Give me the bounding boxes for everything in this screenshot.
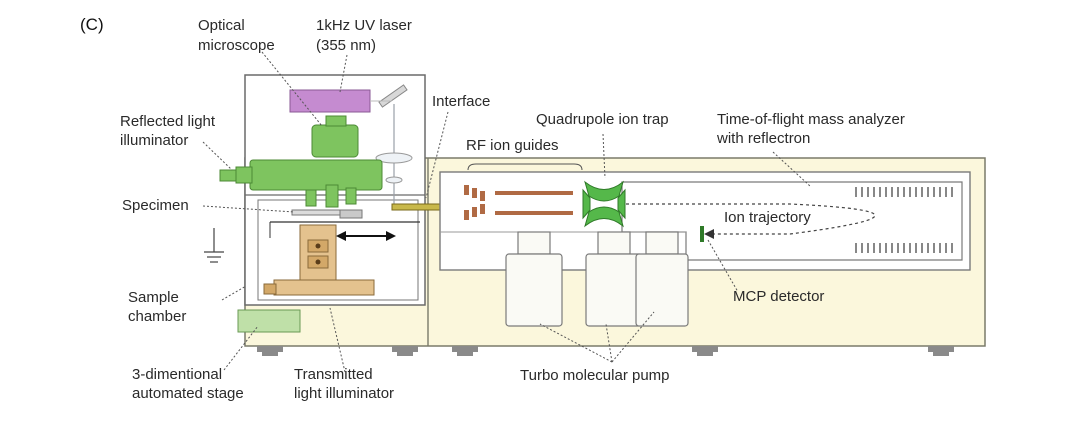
reflectron-rings [855, 187, 953, 253]
label-reflected-light-1: Reflected light [120, 113, 216, 130]
label-ion-trajectory: Ion trajectory [724, 209, 811, 226]
label-mcp-detector: MCP detector [733, 288, 824, 305]
label-interface: Interface [432, 93, 490, 110]
label-uv-laser-1: 1kHz UV laser [316, 17, 412, 34]
label-reflected-light-2: illuminator [120, 132, 188, 149]
rf-ion-guides [464, 163, 583, 220]
ground-symbol [204, 228, 224, 263]
label-stage-1: 3-dimentional [132, 366, 222, 383]
label-transmitted-1: Transmitted [294, 366, 373, 383]
label-quadrupole-ion-trap: Quadrupole ion trap [536, 111, 669, 128]
uv-laser [289, 84, 413, 205]
label-uv-laser-2: (355 nm) [316, 37, 376, 54]
quadrupole-ion-trap [582, 180, 626, 228]
label-transmitted-2: light illuminator [294, 385, 394, 402]
label-sample-chamber-2: chamber [128, 308, 186, 325]
trajectory-arrowhead [704, 229, 714, 239]
label-turbo-pump: Turbo molecular pump [520, 367, 670, 384]
label-rf-ion-guides: RF ion guides [466, 137, 559, 154]
panel-label: (C) [80, 15, 104, 34]
label-tof-2: with reflectron [716, 130, 810, 147]
label-sample-chamber-1: Sample [128, 289, 179, 306]
label-stage-2: automated stage [132, 385, 244, 402]
cabinet-feet [257, 346, 954, 356]
mcp-detector [700, 226, 704, 242]
sample-stage [237, 209, 420, 333]
label-optical-microscope-2: microscope [198, 37, 275, 54]
optical-microscope [219, 115, 383, 208]
turbo-pumps [505, 231, 689, 327]
label-specimen: Specimen [122, 197, 189, 214]
ion-trajectory-path [626, 203, 876, 235]
label-optical-microscope-1: Optical [198, 17, 245, 34]
label-tof-1: Time-of-flight mass analyzer [717, 111, 905, 128]
vacuum-housing [439, 171, 971, 271]
leader-lines [202, 51, 811, 373]
